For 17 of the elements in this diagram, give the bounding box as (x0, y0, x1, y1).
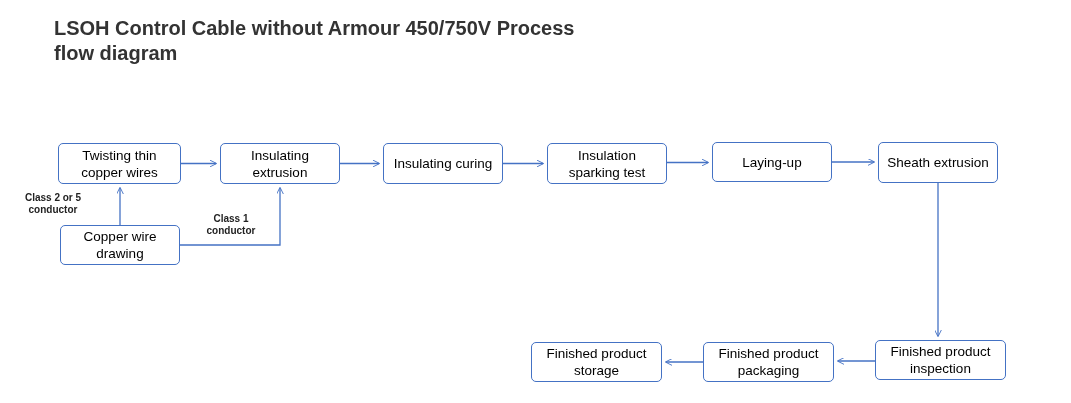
process-box: Laying-up (712, 142, 832, 182)
arrow (179, 186, 284, 246)
process-box: Insulation sparking test (547, 143, 667, 184)
process-box: Copper wire drawing (60, 225, 180, 265)
arrow (831, 158, 876, 166)
diagram-title: LSOH Control Cable without Armour 450/750V Process flow diagram (54, 16, 576, 66)
arrow (116, 186, 124, 226)
arrow (836, 357, 876, 365)
arrow (934, 182, 942, 338)
process-box: Insulating extrusion (220, 143, 340, 184)
process-box: Finished product inspection (875, 340, 1006, 380)
process-box: Finished product packaging (703, 342, 834, 382)
process-box: Twisting thin copper wires (58, 143, 181, 184)
process-box: Finished product storage (531, 342, 662, 382)
process-box: Sheath extrusion (878, 142, 998, 183)
process-box: Insulating curing (383, 143, 503, 184)
arrow (664, 358, 704, 366)
